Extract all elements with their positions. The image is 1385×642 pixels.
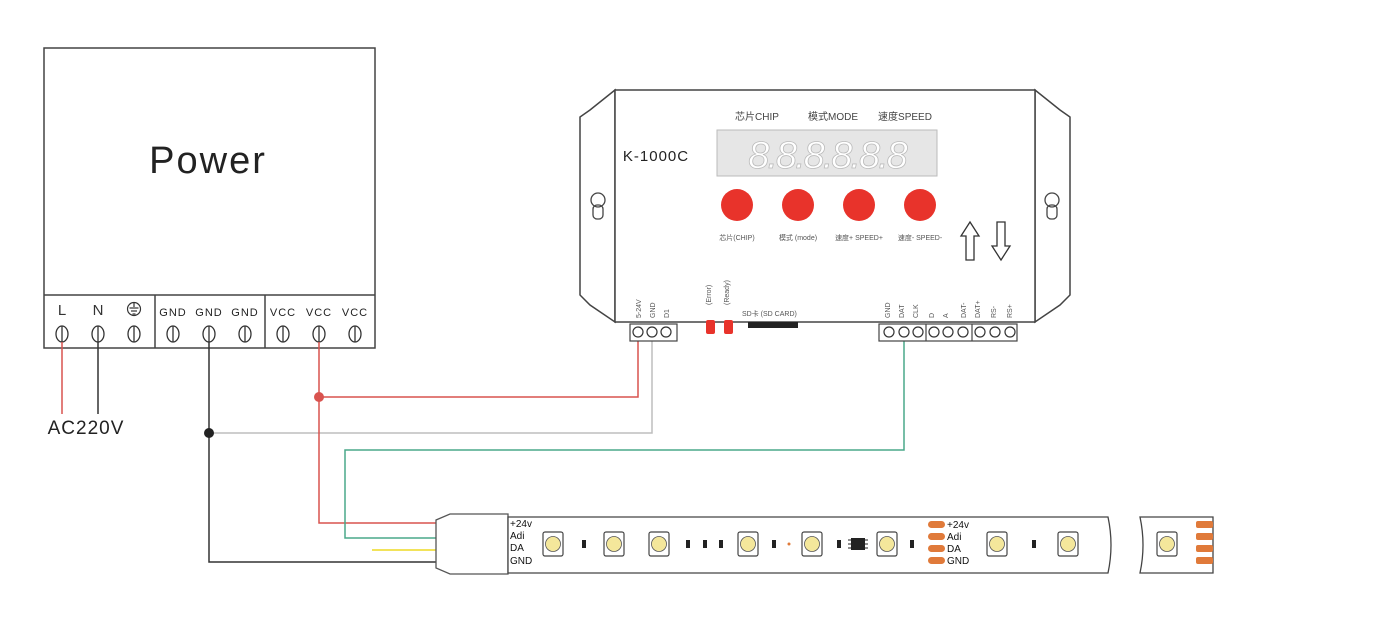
right-terminal-label-a: A — [943, 313, 950, 318]
cut-pads-mid — [928, 521, 945, 564]
ac-input-label: AC220V — [48, 418, 125, 439]
driver-ic — [848, 538, 868, 550]
junction-vcc — [314, 392, 324, 402]
terminal-label-gnd-1: GND — [159, 307, 186, 319]
right-terminal-label-gnd: GND — [885, 302, 892, 318]
speed-down-button[interactable] — [904, 189, 936, 221]
speed-down-button-label: 速度- SPEED- — [898, 233, 943, 242]
indicator-label-error: (Error) — [706, 285, 713, 305]
wire-data — [344, 341, 905, 539]
led-chip — [1057, 531, 1079, 557]
wire-gnd-controller — [209, 341, 653, 434]
strip-leds — [542, 531, 1178, 557]
strip-label-da: DA — [510, 543, 524, 554]
mid-label-gnd: GND — [947, 556, 969, 567]
strip-label-gnd: GND — [510, 556, 532, 567]
chip-button[interactable] — [721, 189, 753, 221]
mode-button[interactable] — [782, 189, 814, 221]
mid-label-24v: +24v — [947, 520, 969, 531]
right-terminal-label-rs-minus: RS- — [991, 305, 998, 318]
led-chip — [986, 531, 1008, 557]
display-digits: 8.8.8.8.8.8 — [748, 135, 907, 177]
mid-label-da: DA — [947, 544, 961, 555]
chip-button-label: 芯片(CHIP) — [719, 233, 754, 242]
right-terminal-label-dat: DAT — [899, 304, 906, 318]
led-chip — [1156, 531, 1178, 557]
terminal-label-gnd-3: GND — [231, 307, 258, 319]
strip-connector — [435, 513, 509, 575]
wires — [61, 341, 905, 563]
mode-button-label: 模式 (mode) — [779, 233, 817, 242]
led-chip — [737, 531, 759, 557]
led-chip — [801, 531, 823, 557]
arrow-up-icon — [959, 220, 981, 261]
speed-up-button-label: 速度+ SPEED+ — [835, 233, 883, 242]
seven-segment-display — [716, 129, 938, 177]
strip-resistors — [582, 540, 1036, 548]
indicator-leds — [706, 320, 733, 334]
led-strip: +24v Adi DA GND +24v Adi DA GND — [435, 513, 1214, 575]
right-terminal-label-clk: CLK — [913, 304, 920, 318]
earth-ground-icon — [126, 301, 142, 317]
left-terminal-label-power: 5-24V — [636, 299, 643, 318]
wire-vcc-strip — [318, 342, 436, 524]
left-terminal-label-d1: D1 — [664, 309, 671, 318]
right-terminal-label-rs-plus: RS+ — [1007, 304, 1014, 318]
indicator-label-ready: (Ready) — [724, 280, 731, 305]
strip-label-24v: +24v — [510, 519, 532, 530]
arrow-down-icon — [990, 221, 1012, 262]
controller-power-terminal — [629, 323, 678, 342]
cut-pads-end — [1196, 521, 1213, 564]
junction-gnd — [204, 428, 214, 438]
right-terminal-label-dat-minus: DAT- — [961, 302, 968, 318]
mid-label-adi: Adi — [947, 532, 961, 543]
terminal-label-gnd-2: GND — [195, 307, 222, 319]
right-terminal-label-d: D — [929, 313, 936, 318]
controller-k1000c: 芯片CHIP 模式MODE 速度SPEED K-1000C 8.8.8.8.8.… — [579, 88, 1071, 328]
terminal-label-n: N — [93, 302, 104, 319]
led-chip — [876, 531, 898, 557]
sd-card-label: SD卡 (SD CARD) — [742, 309, 797, 318]
mount-hole-left — [590, 192, 606, 220]
speed-up-button[interactable] — [843, 189, 875, 221]
header-mode-label: 模式MODE — [808, 110, 858, 123]
terminal-label-vcc-1: VCC — [270, 307, 296, 319]
right-terminal-label-dat-plus: DAT+ — [975, 300, 982, 318]
strip-capacitor — [787, 542, 791, 546]
terminal-label-l: L — [58, 302, 66, 319]
power-title: Power — [149, 140, 267, 182]
header-chip-label: 芯片CHIP — [735, 110, 779, 123]
led-chip — [542, 531, 564, 557]
terminal-label-vcc-2: VCC — [306, 307, 332, 319]
led-chip — [648, 531, 670, 557]
strip-label-adi: Adi — [510, 531, 524, 542]
led-chip — [603, 531, 625, 557]
power-supply: Power L N GND GND GND VCC VCC VCC — [43, 47, 376, 439]
sd-card-slot[interactable] — [748, 322, 798, 328]
mount-hole-right — [1044, 192, 1060, 220]
header-speed-label: 速度SPEED — [878, 110, 932, 123]
screw-terminals — [55, 325, 362, 343]
wire-gnd — [208, 342, 436, 563]
controller-model: K-1000C — [623, 148, 689, 165]
wire-vcc-controller — [319, 341, 639, 398]
controller-output-terminal — [878, 323, 1018, 342]
left-terminal-label-gnd: GND — [650, 302, 657, 318]
terminal-label-vcc-3: VCC — [342, 307, 368, 319]
